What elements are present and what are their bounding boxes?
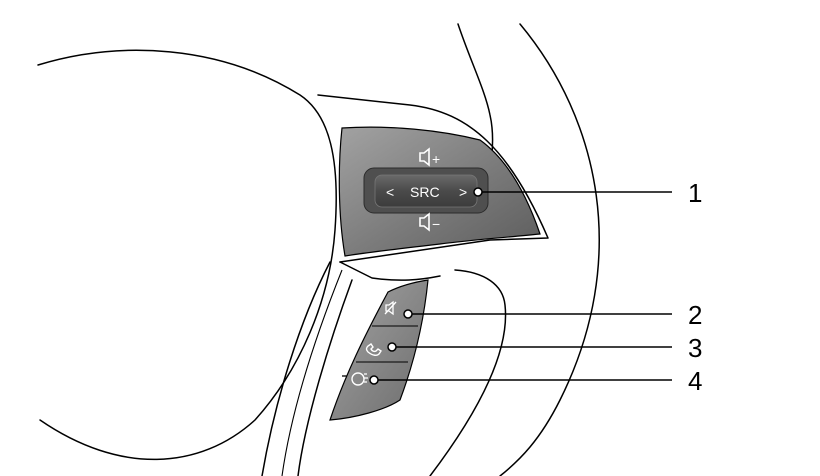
callout-number-4: 4: [688, 366, 702, 396]
seek-right-label[interactable]: >: [459, 184, 467, 200]
spoke-stem-right: [297, 279, 353, 476]
callout-number-1: 1: [688, 178, 702, 208]
phone-icon: [365, 343, 382, 357]
callout-3: 3: [387, 333, 702, 363]
spoke-frame-lower: [339, 261, 441, 281]
volume-down-label: −: [432, 216, 440, 232]
volume-down-button[interactable]: −: [419, 212, 440, 232]
callout-2: 2: [403, 300, 702, 330]
voice-control-button[interactable]: [342, 372, 368, 386]
spoke-frame-upper: [317, 94, 549, 263]
src-label[interactable]: SRC: [410, 184, 440, 200]
volume-down-icon: [419, 212, 430, 232]
spoke-stem-left: [261, 261, 331, 476]
wheel-hub: [37, 49, 337, 461]
mute-icon: [384, 300, 397, 316]
voice-control-icon: [342, 372, 368, 386]
phone-button[interactable]: [365, 343, 382, 357]
wheel-rim-inner-lower: [429, 269, 507, 476]
callout-4: 4: [369, 366, 702, 396]
volume-up-button[interactable]: +: [419, 147, 440, 167]
wheel-rim-outer: [499, 23, 600, 476]
callout-number-2: 2: [688, 300, 702, 330]
volume-up-label: +: [432, 151, 440, 167]
source-rocker-switch[interactable]: < SRC >: [363, 167, 489, 214]
volume-up-icon: [419, 147, 430, 167]
callout-1: 1: [473, 178, 702, 208]
mute-button[interactable]: [384, 300, 397, 316]
seek-left-label[interactable]: <: [386, 184, 394, 200]
callout-number-3: 3: [688, 333, 702, 363]
spoke-stem-edge: [281, 269, 343, 476]
